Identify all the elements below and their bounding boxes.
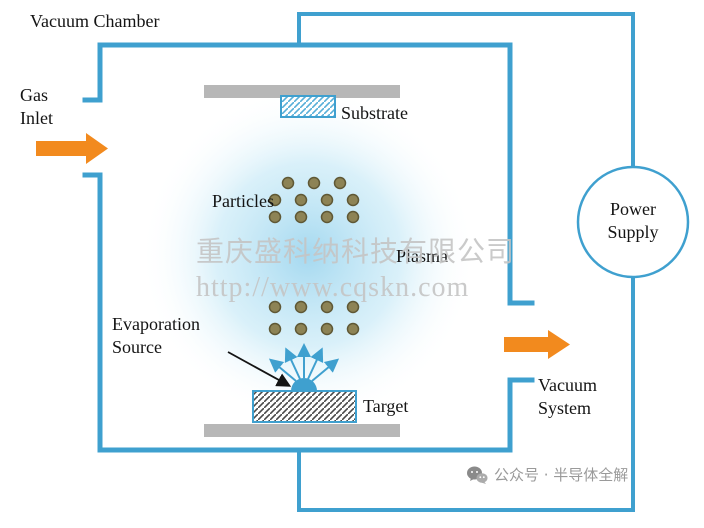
footer-credit: 公众号 · 半导体全解 — [466, 464, 628, 485]
particles-label: Particles — [212, 191, 274, 211]
power-supply-label: Power Supply — [607, 199, 659, 243]
top-electrode-bar — [204, 85, 400, 98]
gas-inlet-arrow-icon — [36, 133, 108, 164]
gas-inlet-label: Gas Inlet — [20, 85, 53, 129]
substrate-block — [280, 95, 336, 118]
wechat-icon — [467, 466, 488, 484]
bottom-electrode-bar — [204, 424, 400, 437]
vacuum-outlet-arrow-icon — [504, 330, 570, 359]
evaporation-source-dome — [291, 378, 317, 391]
footer-credit-text: 公众号 · 半导体全解 — [494, 466, 629, 484]
vacuum-chamber-label: Vacuum Chamber — [30, 11, 160, 31]
target-block — [252, 390, 357, 423]
evaporation-spray-arrows — [268, 343, 340, 382]
substrate-label: Substrate — [341, 103, 408, 123]
power-supply-circle — [576, 165, 690, 279]
chamber-walls — [82, 42, 535, 453]
evaporation-source-pointer-arrow — [227, 351, 292, 387]
plasma-label: Plasma — [396, 246, 448, 266]
target-label: Target — [363, 396, 409, 416]
plasma-glow — [140, 87, 476, 423]
vacuum-system-label: Vacuum System — [538, 375, 597, 419]
evaporation-source-label: Evaporation Source — [112, 314, 200, 358]
particle-dots — [268, 176, 360, 336]
power-supply-wires — [297, 12, 635, 512]
